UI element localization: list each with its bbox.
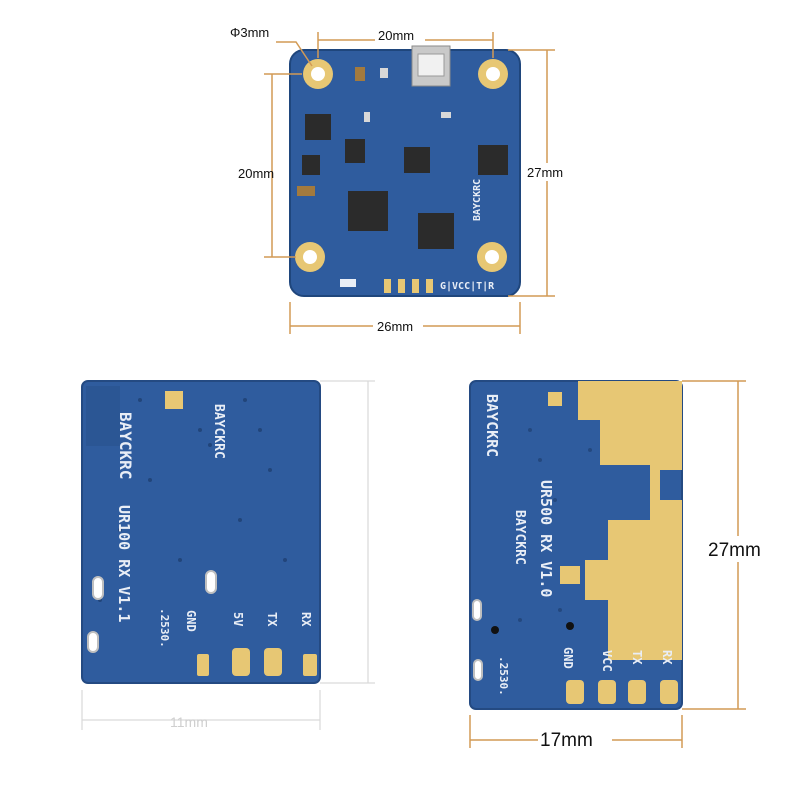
ur100-pcb (81, 380, 321, 684)
ur500-width-label: 17mm (540, 730, 593, 751)
hole-diameter-label: Φ3mm (230, 25, 269, 40)
ur500-pin-rx: RX (660, 650, 674, 665)
board-height-label: 27mm (527, 165, 563, 180)
hole-spacing-height-label: 20mm (238, 166, 274, 181)
ur100-pads (197, 648, 317, 676)
board-ur500: BAYCKRC BAYCKRC UR500 RX V1.0 .2530. GND… (469, 380, 683, 710)
ur500-brand-small: BAYCKRC (512, 510, 527, 565)
ur500-copper-area (578, 381, 682, 660)
ur100-brand-large: BAYCKRC (116, 412, 135, 479)
ur500-height-label: 27mm (708, 540, 761, 561)
top-board-brand: BAYCKRC (472, 179, 483, 221)
ur500-code: .2530. (497, 656, 510, 696)
board-width-label: 26mm (377, 319, 413, 334)
ur100-pin-gnd: GND (184, 610, 198, 632)
ur100-code: .2530. (158, 608, 171, 648)
ur500-model: UR500 RX V1.0 (537, 480, 555, 597)
ur500-pin-tx: TX (630, 650, 644, 665)
ur100-model: UR100 RX V1.1 (115, 505, 133, 622)
ur100-width-label: 11mm (170, 714, 208, 730)
top-board-dimension-labels: Φ3mm 20mm 20mm 27mm 26mm (230, 25, 577, 335)
ur100-pad-top (165, 391, 183, 409)
ur100-pin-tx: TX (265, 612, 279, 627)
ur500-pin-gnd: GND (561, 647, 575, 669)
top-board-pads (384, 279, 433, 293)
ur500-brand: BAYCKRC (483, 394, 501, 457)
ur100-dimensions (81, 380, 375, 730)
ur100-brand: BAYCKRC (211, 404, 226, 459)
ur100-pin-rx: RX (299, 612, 313, 627)
ur500-pin-vcc: VCC (600, 650, 614, 672)
top-board: BAYCKRC G|VCC|T|R (289, 45, 521, 297)
hole-spacing-width-label: 20mm (378, 28, 414, 43)
mounting-holes (295, 59, 508, 272)
chips (302, 114, 508, 249)
ur500-pads (566, 680, 678, 704)
top-board-pin-labels: G|VCC|T|R (440, 281, 495, 292)
ur100-pin-5v: 5V (231, 612, 245, 626)
board-ur100: BAYCKRC BAYCKRC UR100 RX V1.1 .2530. GND… (81, 380, 321, 684)
